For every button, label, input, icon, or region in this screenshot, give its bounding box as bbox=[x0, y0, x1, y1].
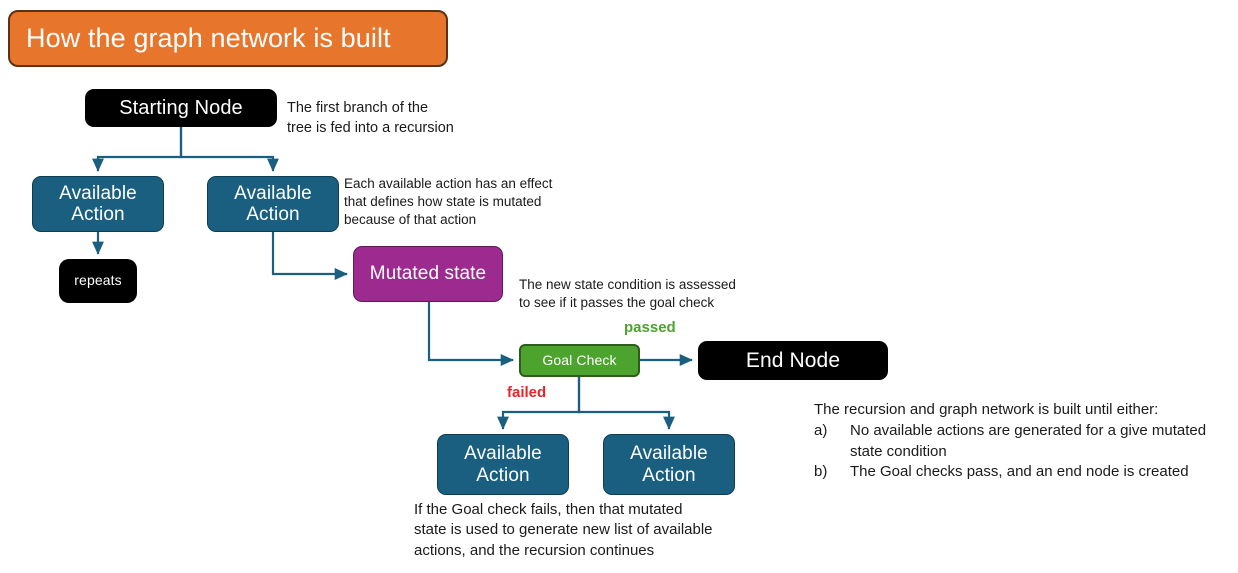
note-goal-check-fails: If the Goal check fails, then that mutat… bbox=[414, 501, 713, 559]
node-available-action-4[interactable]: Available Action bbox=[603, 434, 735, 495]
summary-text-a: No available actions are generated for a… bbox=[850, 422, 1207, 460]
edge-start-to-action-2 bbox=[179, 127, 279, 172]
summary-item-b: b) The Goal checks pass, and an end node… bbox=[814, 462, 1214, 482]
note-action-effect: Each available action has an effect that… bbox=[344, 176, 553, 227]
node-end-node[interactable]: End Node bbox=[698, 341, 888, 380]
edge-mutated-to-goal bbox=[427, 302, 514, 366]
edge-action2-to-mutated bbox=[271, 232, 348, 280]
note-first-branch: The first branch of the tree is fed into… bbox=[287, 100, 454, 136]
summary-block: The recursion and graph network is built… bbox=[814, 400, 1214, 482]
node-starting-node[interactable]: Starting Node bbox=[85, 89, 277, 127]
node-mutated-state[interactable]: Mutated state bbox=[353, 246, 503, 302]
edge-label-passed: passed bbox=[624, 319, 676, 336]
note-state-assessed: The new state condition is assessed to s… bbox=[519, 277, 736, 310]
summary-marker-b: b) bbox=[814, 462, 828, 480]
node-available-action-3[interactable]: Available Action bbox=[437, 434, 569, 495]
summary-text-b: The Goal checks pass, and an end node is… bbox=[850, 462, 1189, 480]
node-available-action-2[interactable]: Available Action bbox=[207, 176, 339, 232]
edge-label-failed: failed bbox=[507, 384, 547, 401]
edge-start-to-action-1 bbox=[92, 127, 183, 172]
node-goal-check[interactable]: Goal Check bbox=[519, 344, 640, 377]
summary-lead: The recursion and graph network is built… bbox=[814, 401, 1159, 418]
node-available-action-1[interactable]: Available Action bbox=[32, 176, 164, 232]
node-repeats[interactable]: repeats bbox=[59, 259, 137, 303]
diagram-title-banner: How the graph network is built bbox=[8, 10, 448, 67]
edge-goal-to-action-4 bbox=[577, 377, 675, 430]
summary-item-a: a) No available actions are generated fo… bbox=[814, 421, 1214, 462]
summary-marker-a: a) bbox=[814, 422, 828, 440]
